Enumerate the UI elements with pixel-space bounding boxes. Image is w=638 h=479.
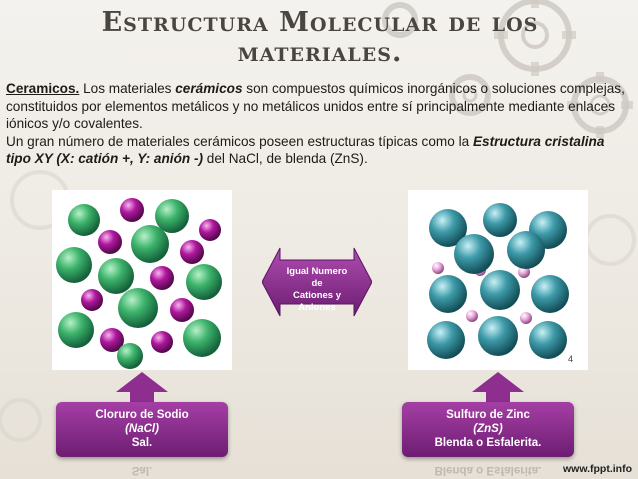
zns-label-line-2: (ZnS) [473,423,503,435]
nacl-label: Cloruro de Sodio (NaCl) Sal. [56,402,228,457]
nacl-label-line-1: Cloruro de Sodio [95,409,189,421]
up-arrow-icon [472,372,524,406]
zns-label-line-3: Blenda o Esfalerita. [434,437,542,449]
crystal-corner-label: 4 [568,354,573,364]
text-run-1: Los materiales [79,81,176,96]
double-arrow-shape [262,247,372,317]
emphasis-structure: Estructura cristalina tipo XY (X: catión… [6,133,605,167]
reflection-text: Blenda o Esfalerita. [434,464,542,476]
text-run-3: Un gran número de materiales cerámicos p… [6,133,473,149]
emphasis-ceramicos: cerámicos [175,81,243,96]
zns-label: Sulfuro de Zinc (ZnS) Blenda o Esfalerit… [402,402,574,457]
zns-crystal-image: 4 [408,190,588,370]
body-paragraph: Ceramicos. Los materiales cerámicos son … [6,80,632,168]
zns-label-reflection: Blenda o Esfalerita. [402,457,574,477]
callout-line-1: Igual Numero de [286,266,348,289]
zns-label-line-1: Sulfuro de Zinc [446,409,530,421]
nacl-label-line-3: Sal. [131,437,153,449]
nacl-crystal-image [52,190,232,370]
equal-ions-callout: Igual Numero de Cationes y Aniones [262,242,372,322]
callout-line-2: Cationes y [292,290,342,301]
lead-word: Ceramicos. [6,81,80,96]
text-run-2: son compuestos químicos inorgánicos o so… [6,81,625,131]
footer-credit: www.fppt.info [562,463,632,475]
text-run-4: del NaCl, de blenda (ZnS). [203,151,368,166]
callout-line-3: Aniones [298,302,336,313]
reflection-text: Sal. [131,464,153,476]
slide-title: Estructura Molecular de los materiales. [101,7,539,68]
nacl-label-line-2: (NaCl) [125,423,159,435]
nacl-label-reflection: Sal. [56,457,228,477]
up-arrow-icon [116,372,168,406]
